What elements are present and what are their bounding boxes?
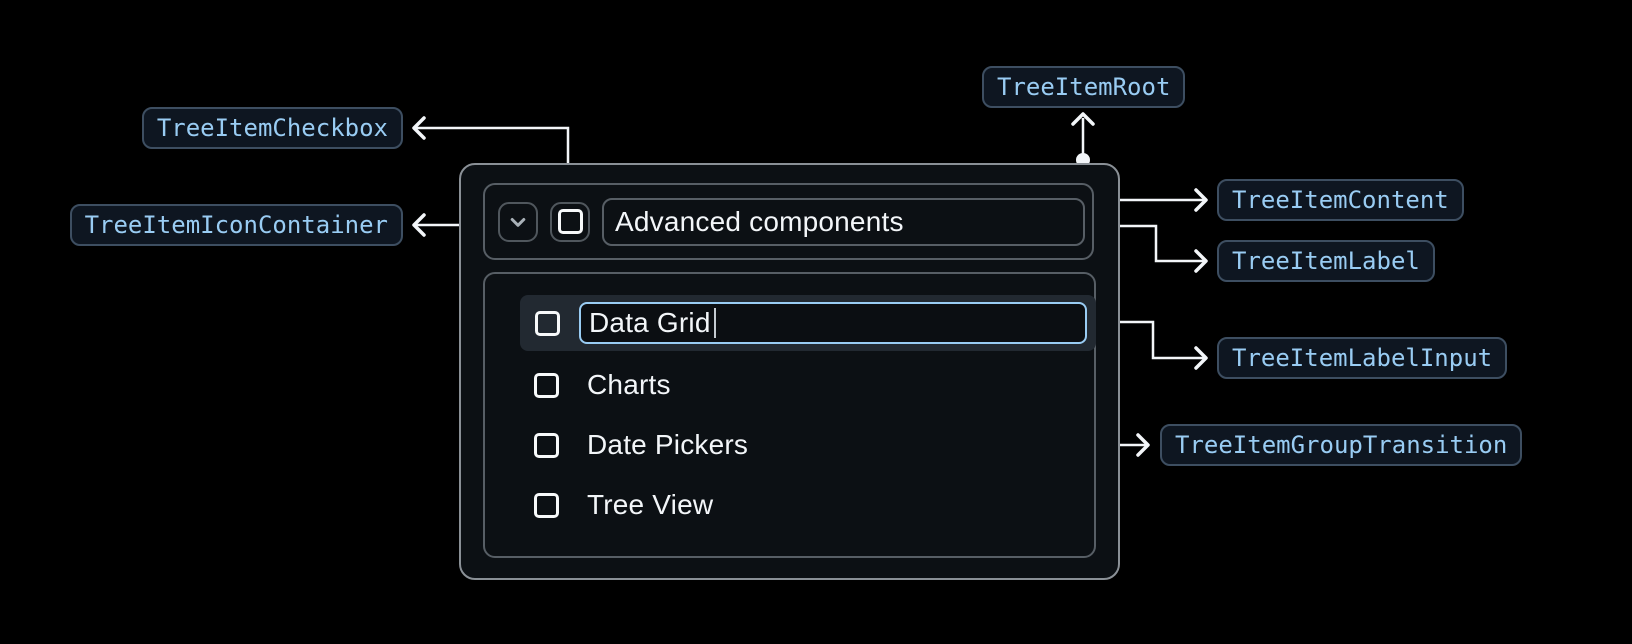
badge-tree-item-content: TreeItemContent xyxy=(1217,179,1464,221)
checkbox-unchecked-icon[interactable] xyxy=(534,492,559,518)
checkbox-unchecked-icon[interactable] xyxy=(535,310,560,336)
badge-tree-item-icon-container: TreeItemIconContainer xyxy=(69,204,403,246)
tree-item-row-tree-view[interactable]: Tree View xyxy=(520,477,1096,533)
tree-item-checkbox-container[interactable] xyxy=(550,201,590,242)
badge-tree-item-root: TreeItemRoot xyxy=(982,66,1186,108)
label-input-value: Data Grid xyxy=(589,307,711,338)
tree-item-label-input[interactable]: Data Grid xyxy=(579,302,1087,344)
badge-tree-item-label: TreeItemLabel xyxy=(1217,240,1435,282)
badge-tree-item-group-transition: TreeItemGroupTransition xyxy=(1160,424,1523,466)
badge-tree-item-checkbox: TreeItemCheckbox xyxy=(141,107,403,149)
tree-item-root: Advanced components Data Grid Charts Dat… xyxy=(459,163,1120,580)
expand-button[interactable] xyxy=(498,201,538,242)
connector-tree-item-root xyxy=(1071,112,1095,167)
tree-item-label-text: Advanced components xyxy=(615,205,904,237)
tree-item-label[interactable]: Advanced components xyxy=(602,197,1085,246)
checkbox-unchecked-icon[interactable] xyxy=(534,432,559,458)
tree-item-label-text: Tree View xyxy=(587,489,714,520)
chevron-down-icon xyxy=(510,217,526,227)
tree-item-row-charts[interactable]: Charts xyxy=(520,357,1096,413)
tree-item-content[interactable]: Advanced components xyxy=(483,183,1094,260)
checkbox-unchecked-icon[interactable] xyxy=(557,209,583,234)
tree-item-label-text: Charts xyxy=(587,369,671,400)
tree-item-row-data-grid[interactable]: Data Grid xyxy=(520,295,1096,351)
checkbox-unchecked-icon[interactable] xyxy=(534,372,559,398)
tree-item-label-text: Date Pickers xyxy=(587,429,749,460)
tree-item-group-transition: Data Grid Charts Date Pickers Tree View xyxy=(483,272,1096,558)
tree-item-row-date-pickers[interactable]: Date Pickers xyxy=(520,417,1096,473)
badge-tree-item-label-input: TreeItemLabelInput xyxy=(1217,337,1508,379)
text-cursor xyxy=(713,308,717,338)
